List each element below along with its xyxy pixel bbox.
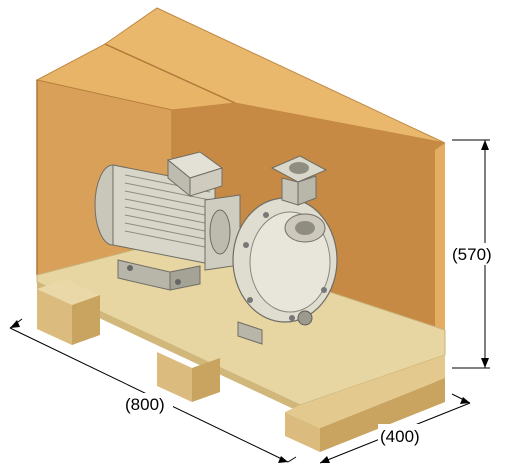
dimension-arrowheads xyxy=(10,140,489,463)
pump-assembly xyxy=(94,151,338,345)
pump-casing xyxy=(232,155,338,345)
pallet-block-middle xyxy=(157,352,220,402)
pallet-block-left xyxy=(37,279,100,345)
crate-right-wall xyxy=(435,143,445,386)
length-dimension-label: (800) xyxy=(125,395,165,414)
pallet-block-front xyxy=(285,355,445,452)
coupling-bracket xyxy=(204,194,241,271)
electric-motor xyxy=(94,151,224,291)
depth-dimension-label: (400) xyxy=(380,427,420,446)
height-dimension-label: (570) xyxy=(452,245,492,264)
